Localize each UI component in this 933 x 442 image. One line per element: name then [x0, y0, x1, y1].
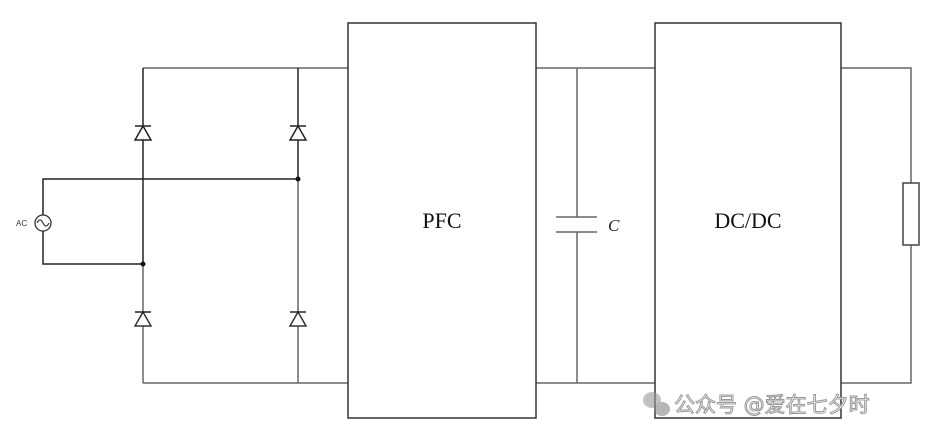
diode-icon	[133, 310, 153, 327]
ac-label: AC	[16, 219, 27, 228]
diode-icon	[288, 310, 308, 327]
top-rail	[143, 67, 912, 183]
bottom-rail	[143, 245, 912, 384]
load-resistor-icon	[902, 182, 920, 246]
dcdc-label: DC/DC	[714, 208, 781, 233]
ac-source-icon	[34, 214, 52, 232]
capacitor-icon	[556, 68, 597, 383]
diode-icon	[288, 124, 308, 141]
wechat-icon	[643, 392, 670, 416]
ac-wire-top	[42, 178, 298, 215]
junction-dot	[295, 176, 301, 182]
capacitor-label: C	[608, 216, 620, 235]
watermark-text: 公众号 @爱在七夕时	[674, 393, 870, 417]
junction-dot	[140, 261, 146, 267]
dcdc-block	[654, 22, 842, 419]
ac-wire-bottom	[42, 231, 143, 265]
pfc-block	[347, 22, 537, 419]
diode-icon	[133, 124, 153, 141]
pfc-label: PFC	[422, 208, 461, 233]
